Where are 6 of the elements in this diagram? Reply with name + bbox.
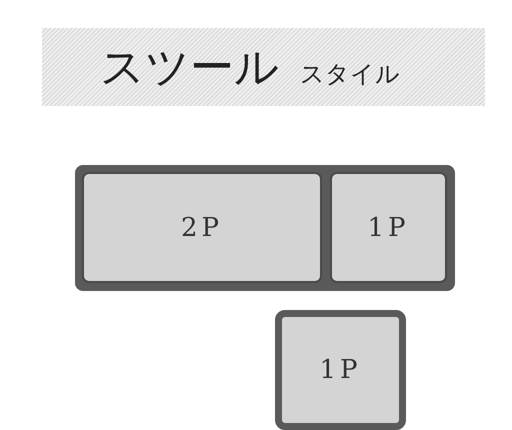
seat-box: 2P xyxy=(82,172,322,283)
seat-box: 1P xyxy=(330,172,447,283)
title: スツール xyxy=(100,41,279,95)
subtitle: スタイル xyxy=(300,59,400,90)
seat-box: 1P xyxy=(275,310,406,430)
seat-frame xyxy=(75,165,455,291)
